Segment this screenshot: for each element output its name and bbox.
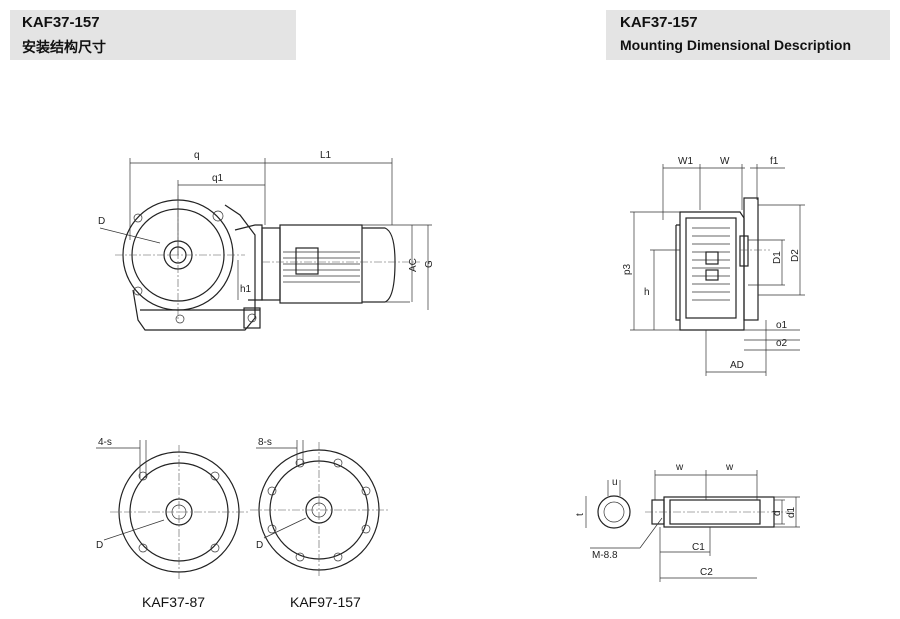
label-u: u [612,477,618,488]
label-q1: q1 [212,173,224,184]
side-view: q L1 q1 D h1 [98,150,435,331]
label-d-shaft: d [772,510,783,516]
label-ac: AC [408,258,419,272]
label-d-large: D [256,540,263,551]
label-d1-end: D1 [772,251,783,264]
label-l1: L1 [320,150,332,161]
label-w-right: w [725,462,734,473]
label-d1-shaft: d1 [786,506,797,518]
label-p3: p3 [622,263,633,275]
label-c1: C1 [692,542,705,553]
label-ad: AD [730,360,744,371]
caption-kaf37-87: KAF37-87 [142,594,206,610]
header-right: KAF37-157 Mounting Dimensional Descripti… [606,10,890,60]
label-8s: 8-s [258,437,272,448]
label-g: G [424,260,435,268]
label-4s: 4-s [98,437,112,448]
label-d-small: D [96,540,103,551]
header-left-subtitle: 安装结构尺寸 [22,39,106,55]
label-w1: W1 [678,156,693,167]
header-left-title: KAF37-157 [22,14,100,31]
label-m88: M-8.8 [592,550,618,561]
label-d2-end: D2 [790,249,801,262]
label-t: t [575,513,586,516]
end-view: W1 W f1 D1 D2 [622,156,805,376]
label-f1: f1 [770,156,779,167]
label-d-side: D [98,216,105,227]
header-right-title: KAF37-157 [620,14,698,31]
header-left: KAF37-157 安装结构尺寸 [10,10,296,60]
label-o2: o2 [776,338,788,349]
label-h1: h1 [240,284,252,295]
shaft-detail: w w u t d d1 M-8.8 C1 C2 [575,462,800,582]
label-h: h [644,287,650,298]
housing-ribs [692,227,730,301]
label-c2: C2 [700,567,713,578]
header-right-subtitle: Mounting Dimensional Description [620,37,852,53]
label-q: q [194,150,200,161]
label-w-left: w [675,462,684,473]
flange-small: 4-s D [96,437,248,580]
flange-large: 8-s D [250,437,390,578]
label-w-end: W [720,156,730,167]
label-o1: o1 [776,320,788,331]
caption-kaf97-157: KAF97-157 [290,594,361,610]
